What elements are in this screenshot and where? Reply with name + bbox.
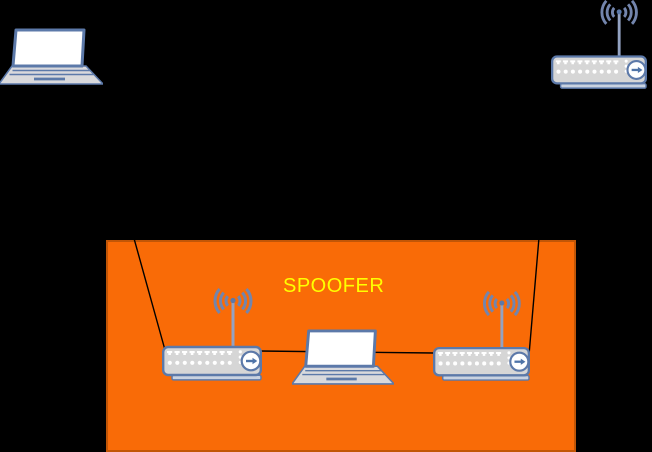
wireless-router-icon [162, 285, 262, 381]
spoofer-zone-label: SPOOFER [283, 275, 385, 297]
spoofer-laptop[interactable] [292, 329, 394, 388]
spoofer-wireless-router-right[interactable] [433, 288, 530, 381]
external-laptop[interactable] [0, 28, 103, 88]
spoofer-wireless-router-left[interactable] [162, 285, 262, 381]
laptop-icon [0, 28, 103, 88]
external-wireless-router[interactable] [551, 0, 647, 89]
laptop-icon [292, 329, 394, 388]
wireless-router-icon [433, 288, 530, 381]
wireless-router-icon [551, 0, 647, 89]
